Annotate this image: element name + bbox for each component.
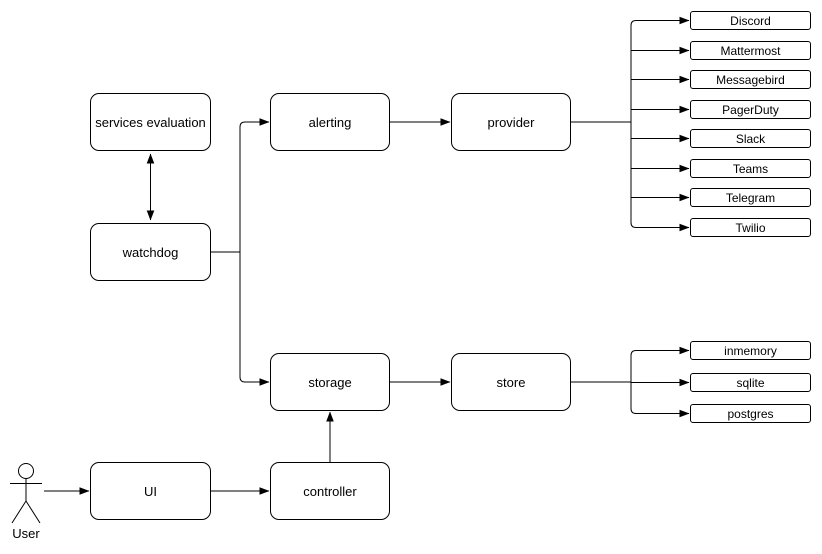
provider-item-slack-label: Slack [735, 131, 766, 146]
provider-item-twilio-label: Twilio [735, 220, 766, 235]
store-item-inmemory[interactable]: inmemory [690, 341, 811, 360]
provider-item-telegram-label: Telegram [725, 190, 776, 205]
node-provider-label: provider [487, 114, 535, 130]
provider-item-teams[interactable]: Teams [690, 159, 811, 178]
actor-legs [11, 500, 41, 524]
provider-item-pagerduty-label: PagerDuty [722, 102, 779, 117]
node-ui-label: UI [144, 483, 157, 499]
node-controller-label: controller [303, 483, 357, 499]
provider-item-messagebird-label: Messagebird [716, 72, 785, 87]
provider-item-mattermost-label: Mattermost [720, 43, 781, 58]
store-item-sqlite[interactable]: sqlite [690, 373, 811, 392]
store-item-sqlite-label: sqlite [736, 375, 765, 390]
actor-user-label: User [12, 526, 40, 541]
provider-item-slack[interactable]: Slack [690, 129, 811, 148]
node-store[interactable]: store [451, 353, 571, 411]
actor-head [18, 463, 34, 479]
provider-item-telegram[interactable]: Telegram [690, 188, 811, 207]
provider-item-discord-label: Discord [730, 13, 771, 28]
node-store-label: store [496, 374, 526, 390]
provider-item-discord[interactable]: Discord [690, 11, 811, 30]
provider-item-twilio[interactable]: Twilio [690, 218, 811, 237]
actor-user-figure[interactable] [10, 463, 42, 524]
edge-provider-twilio [630, 122, 690, 232]
provider-item-messagebird[interactable]: Messagebird [690, 70, 811, 89]
node-alerting-label: alerting [308, 114, 352, 130]
store-item-inmemory-label: inmemory [724, 343, 777, 358]
node-services-evaluation[interactable]: services evaluation [90, 93, 211, 151]
node-provider[interactable]: provider [451, 93, 571, 151]
edge-watchdog-alerting [239, 118, 270, 252]
provider-item-pagerduty[interactable]: PagerDuty [690, 100, 811, 119]
node-services-evaluation-label: services evaluation [95, 114, 206, 130]
edge-watchdog-storage [239, 252, 270, 386]
store-item-postgres-label: postgres [727, 406, 774, 421]
edge-provider-discord [630, 16, 690, 122]
store-item-postgres[interactable]: postgres [690, 404, 811, 423]
node-watchdog-label: watchdog [122, 244, 179, 260]
provider-item-mattermost[interactable]: Mattermost [690, 41, 811, 60]
edge-store-postgres [630, 382, 690, 418]
node-alerting[interactable]: alerting [270, 93, 390, 151]
node-storage-label: storage [308, 374, 352, 390]
node-controller[interactable]: controller [270, 462, 390, 520]
node-storage[interactable]: storage [270, 353, 390, 411]
node-watchdog[interactable]: watchdog [90, 223, 211, 281]
provider-item-teams-label: Teams [732, 161, 769, 176]
node-ui[interactable]: UI [90, 462, 211, 520]
edge-store-inmemory [630, 346, 690, 382]
